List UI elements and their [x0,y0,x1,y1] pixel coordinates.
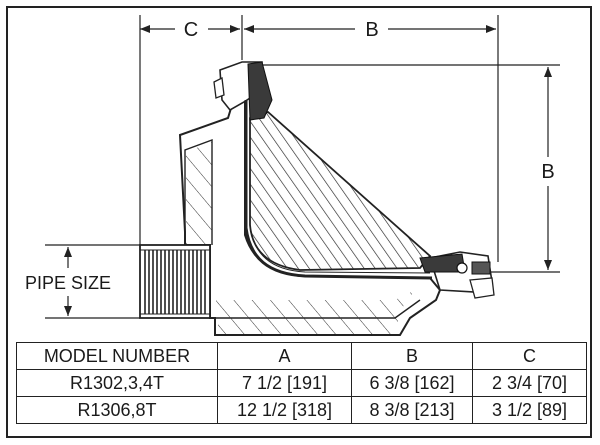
dim-c-label: C [184,19,198,41]
table-row: R1306,8T 12 1/2 [318] 8 3/8 [213] 3 1/2 … [16,396,587,424]
pipe-size-label: PIPE SIZE [25,273,111,293]
pipe-threads [139,244,211,319]
dim-b-right-label: B [541,161,554,183]
table-row: R1302,3,4T 7 1/2 [191] 6 3/8 [162] 2 3/4… [16,369,587,397]
header-b: B [351,342,473,370]
header-a: A [217,342,352,370]
dimension-pipe-size: PIPE SIZE [25,244,140,319]
dimension-b-top: B [241,15,499,262]
cell-c: 3 1/2 [89] [472,396,587,424]
dim-b-top-label: B [365,19,378,41]
table-header-row: MODEL NUMBER A B C [16,342,587,370]
drawing-frame [6,6,592,438]
header-c: C [472,342,587,370]
cell-c: 2 3/4 [70] [472,369,587,397]
spec-table: MODEL NUMBER A B C R1302,3,4T 7 1/2 [191… [16,342,587,424]
right-seal-cap [471,261,491,275]
cell-model: R1306,8T [16,396,218,424]
inner-liner [244,100,433,280]
header-model-number: MODEL NUMBER [16,342,218,370]
cell-b: 6 3/8 [162] [351,369,473,397]
dimension-b-right: B [260,64,560,273]
cell-model: R1302,3,4T [16,369,218,397]
cell-b: 8 3/8 [213] [351,396,473,424]
inner-cone-section [249,110,432,271]
dimension-c: C [139,15,240,250]
cell-a: 7 1/2 [191] [217,369,352,397]
cell-a: 12 1/2 [318] [217,396,352,424]
top-seal [247,61,273,121]
